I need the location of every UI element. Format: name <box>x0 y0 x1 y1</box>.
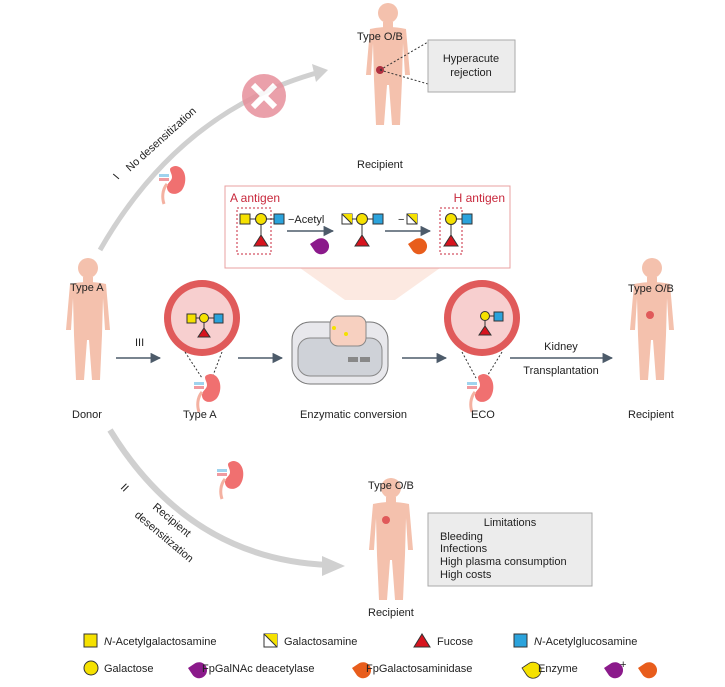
yellow-square-icon <box>83 633 98 648</box>
red-triangle-icon <box>413 633 431 648</box>
kidney-type-a-label: Type A <box>183 409 217 421</box>
recipient-top-type: Type O/B <box>357 31 403 43</box>
path3-numeral: III <box>135 337 144 349</box>
recipient-top-figure <box>366 3 410 125</box>
eco-vessel <box>444 280 520 379</box>
donor-figure <box>66 258 110 380</box>
device-label: Enzymatic conversion <box>300 409 407 421</box>
limitation-item: High costs <box>440 569 492 581</box>
limitations-title: Limitations <box>484 517 537 529</box>
limitations-box <box>427 512 593 587</box>
step1-label: −Acetyl <box>288 214 324 226</box>
kidney-icon <box>215 459 245 501</box>
donor-type: Type A <box>70 282 104 294</box>
legend-label: N-Acetylglucosamine <box>534 636 637 648</box>
legend-label: FpGalNAc deacetylase <box>202 663 315 675</box>
hyperacute-callout <box>427 39 516 93</box>
recipient-right-type: Type O/B <box>628 283 674 295</box>
kidney-icon <box>192 372 222 414</box>
yellow-circle-icon <box>83 660 99 676</box>
donor-caption: Donor <box>72 409 102 421</box>
legend-label: Galactosamine <box>284 636 357 648</box>
recipient-right-figure <box>630 258 674 380</box>
path1-numeral: I <box>111 172 122 182</box>
recipient-bottom-type: Type O/B <box>368 480 414 492</box>
callout-line2: rejection <box>450 67 492 79</box>
legend-label: FpGalactosaminidase <box>366 663 472 675</box>
forbidden-icon <box>242 74 286 118</box>
svg-text:+: + <box>620 659 626 671</box>
transplant-line1: Kidney <box>544 341 578 353</box>
path2-arrow <box>107 428 331 568</box>
legend-label: Fucose <box>437 636 473 648</box>
h-antigen-label: H antigen <box>454 191 505 205</box>
legend-label: Galactose <box>104 663 154 675</box>
step2-label: − <box>398 214 404 226</box>
limitation-item: Bleeding <box>440 531 483 543</box>
perfusion-device-icon <box>291 315 389 385</box>
half-yellow-square-icon <box>263 633 278 648</box>
eco-label: ECO <box>471 409 495 421</box>
legend-label: N-Acetylgalactosamine <box>104 636 217 648</box>
a-antigen-label: A antigen <box>230 191 280 205</box>
legend-label: Enzyme <box>538 663 578 675</box>
path2-numeral: II <box>118 482 131 495</box>
blue-square-icon <box>513 633 528 648</box>
kidney-icon <box>157 164 187 206</box>
kidney-icon <box>465 372 495 414</box>
enzyme-combination-icon: + <box>604 659 658 679</box>
callout-line1: Hyperacute <box>443 53 499 65</box>
recipient-bottom-figure <box>369 478 413 600</box>
recipient-top-caption: Recipient <box>357 159 403 171</box>
type-a-vessel <box>164 280 240 379</box>
recipient-bottom-caption: Recipient <box>368 607 414 619</box>
recipient-right-caption: Recipient <box>628 409 674 421</box>
limitation-item: Infections <box>440 543 488 555</box>
transplant-line2: Transplantation <box>523 365 598 377</box>
path1-arrow <box>97 69 321 252</box>
limitation-item: High plasma consumption <box>440 556 567 568</box>
